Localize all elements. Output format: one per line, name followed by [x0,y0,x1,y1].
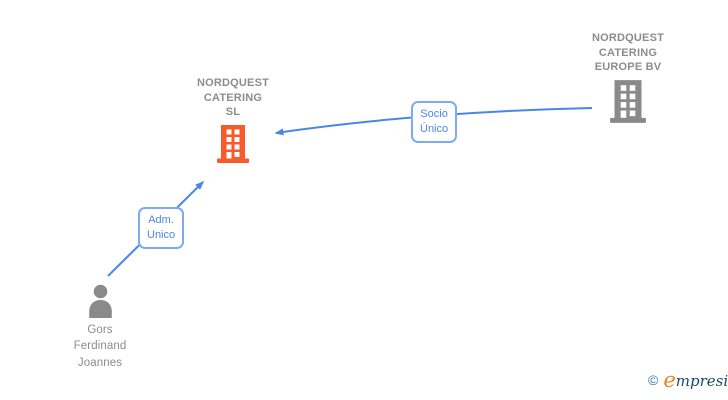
person-icon [88,284,112,318]
empresia-logo[interactable]: © e mpresia [648,368,728,392]
relationship-label-socio-unico[interactable]: Socio Único [411,101,458,143]
entity-name: Gors Ferdinand Joannes [73,324,127,369]
entity-nordquest-sl[interactable]: NORDQUEST CATERING SL [163,76,303,164]
entity-person-gors[interactable]: Gors Ferdinand Joannes [40,284,160,371]
copyright-icon: © [648,372,659,388]
building-icon [217,125,249,164]
entity-name: NORDQUEST CATERING EUROPE BV [591,32,665,74]
logo-brand-initial: e [663,368,676,392]
entity-name: NORDQUEST CATERING SL [196,77,270,119]
logo-brand-text: mpresia [675,372,728,390]
relationship-label-adm-unico[interactable]: Adm. Unico [138,207,185,249]
building-icon [610,80,646,124]
entity-nordquest-europe-bv[interactable]: NORDQUEST CATERING EUROPE BV [558,31,698,124]
